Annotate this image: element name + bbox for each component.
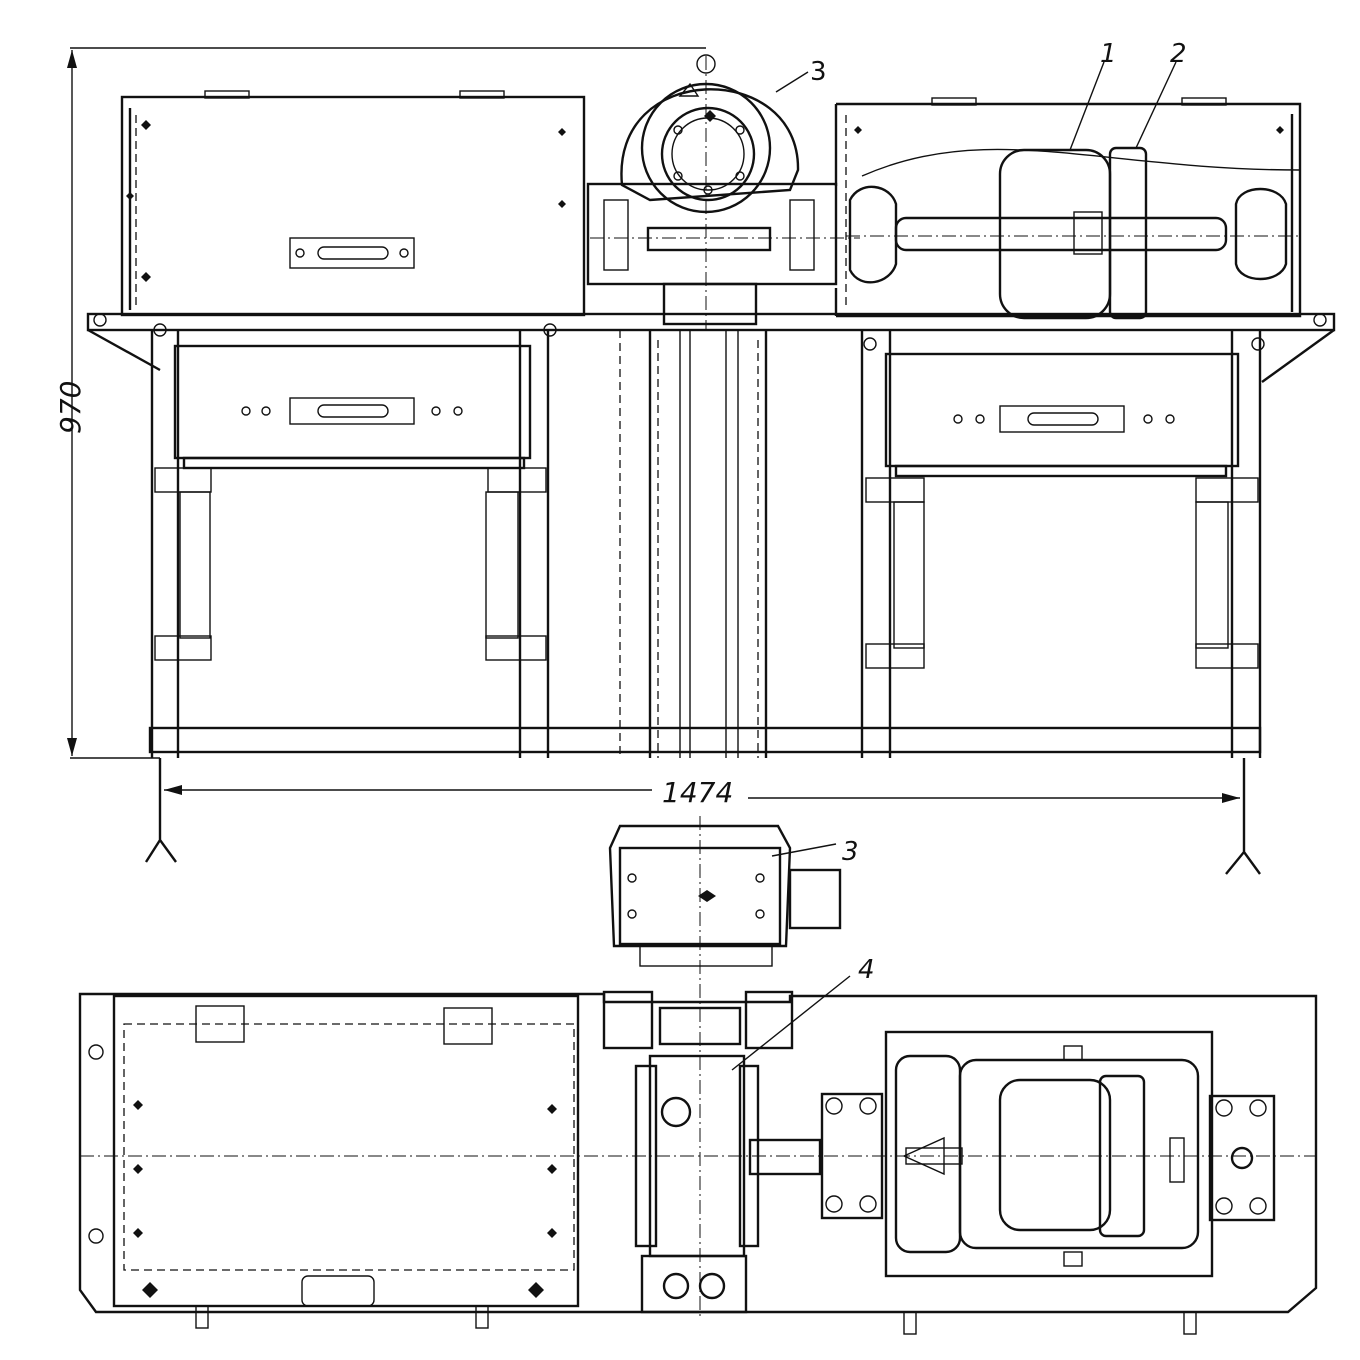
motor-plan [608, 816, 842, 1320]
leader-4 [731, 975, 851, 1071]
part-number-2: 2 [1170, 39, 1187, 69]
part-number-3-plan: 3 [842, 837, 859, 867]
gearbox-plan [602, 990, 884, 1314]
part-number-3-front: 3 [810, 57, 827, 87]
dimension-width-label: 1474 [662, 776, 733, 809]
plan-view [78, 816, 1318, 1335]
dimension-lines [67, 47, 1240, 803]
plan-base-outline [78, 992, 1318, 1314]
support-legs [144, 758, 1261, 875]
part-number-4: 4 [858, 955, 875, 985]
part-number-1: 1 [1100, 39, 1117, 69]
dimension-height-label: 970 [54, 381, 87, 434]
front-view [67, 47, 1336, 875]
right-upper-box [834, 97, 1302, 320]
left-lower-frame [148, 330, 1262, 758]
motor-housing [586, 54, 860, 330]
left-upper-box [120, 90, 586, 317]
leader-3 [775, 71, 809, 93]
leader-2 [1135, 61, 1177, 149]
frame-top-plate [86, 312, 1336, 383]
central-column [619, 330, 768, 758]
leader-1 [1069, 61, 1105, 151]
right-lower-frame [860, 330, 1262, 758]
right-unit-plan [884, 1030, 1276, 1278]
leader-3-plan [771, 843, 837, 857]
